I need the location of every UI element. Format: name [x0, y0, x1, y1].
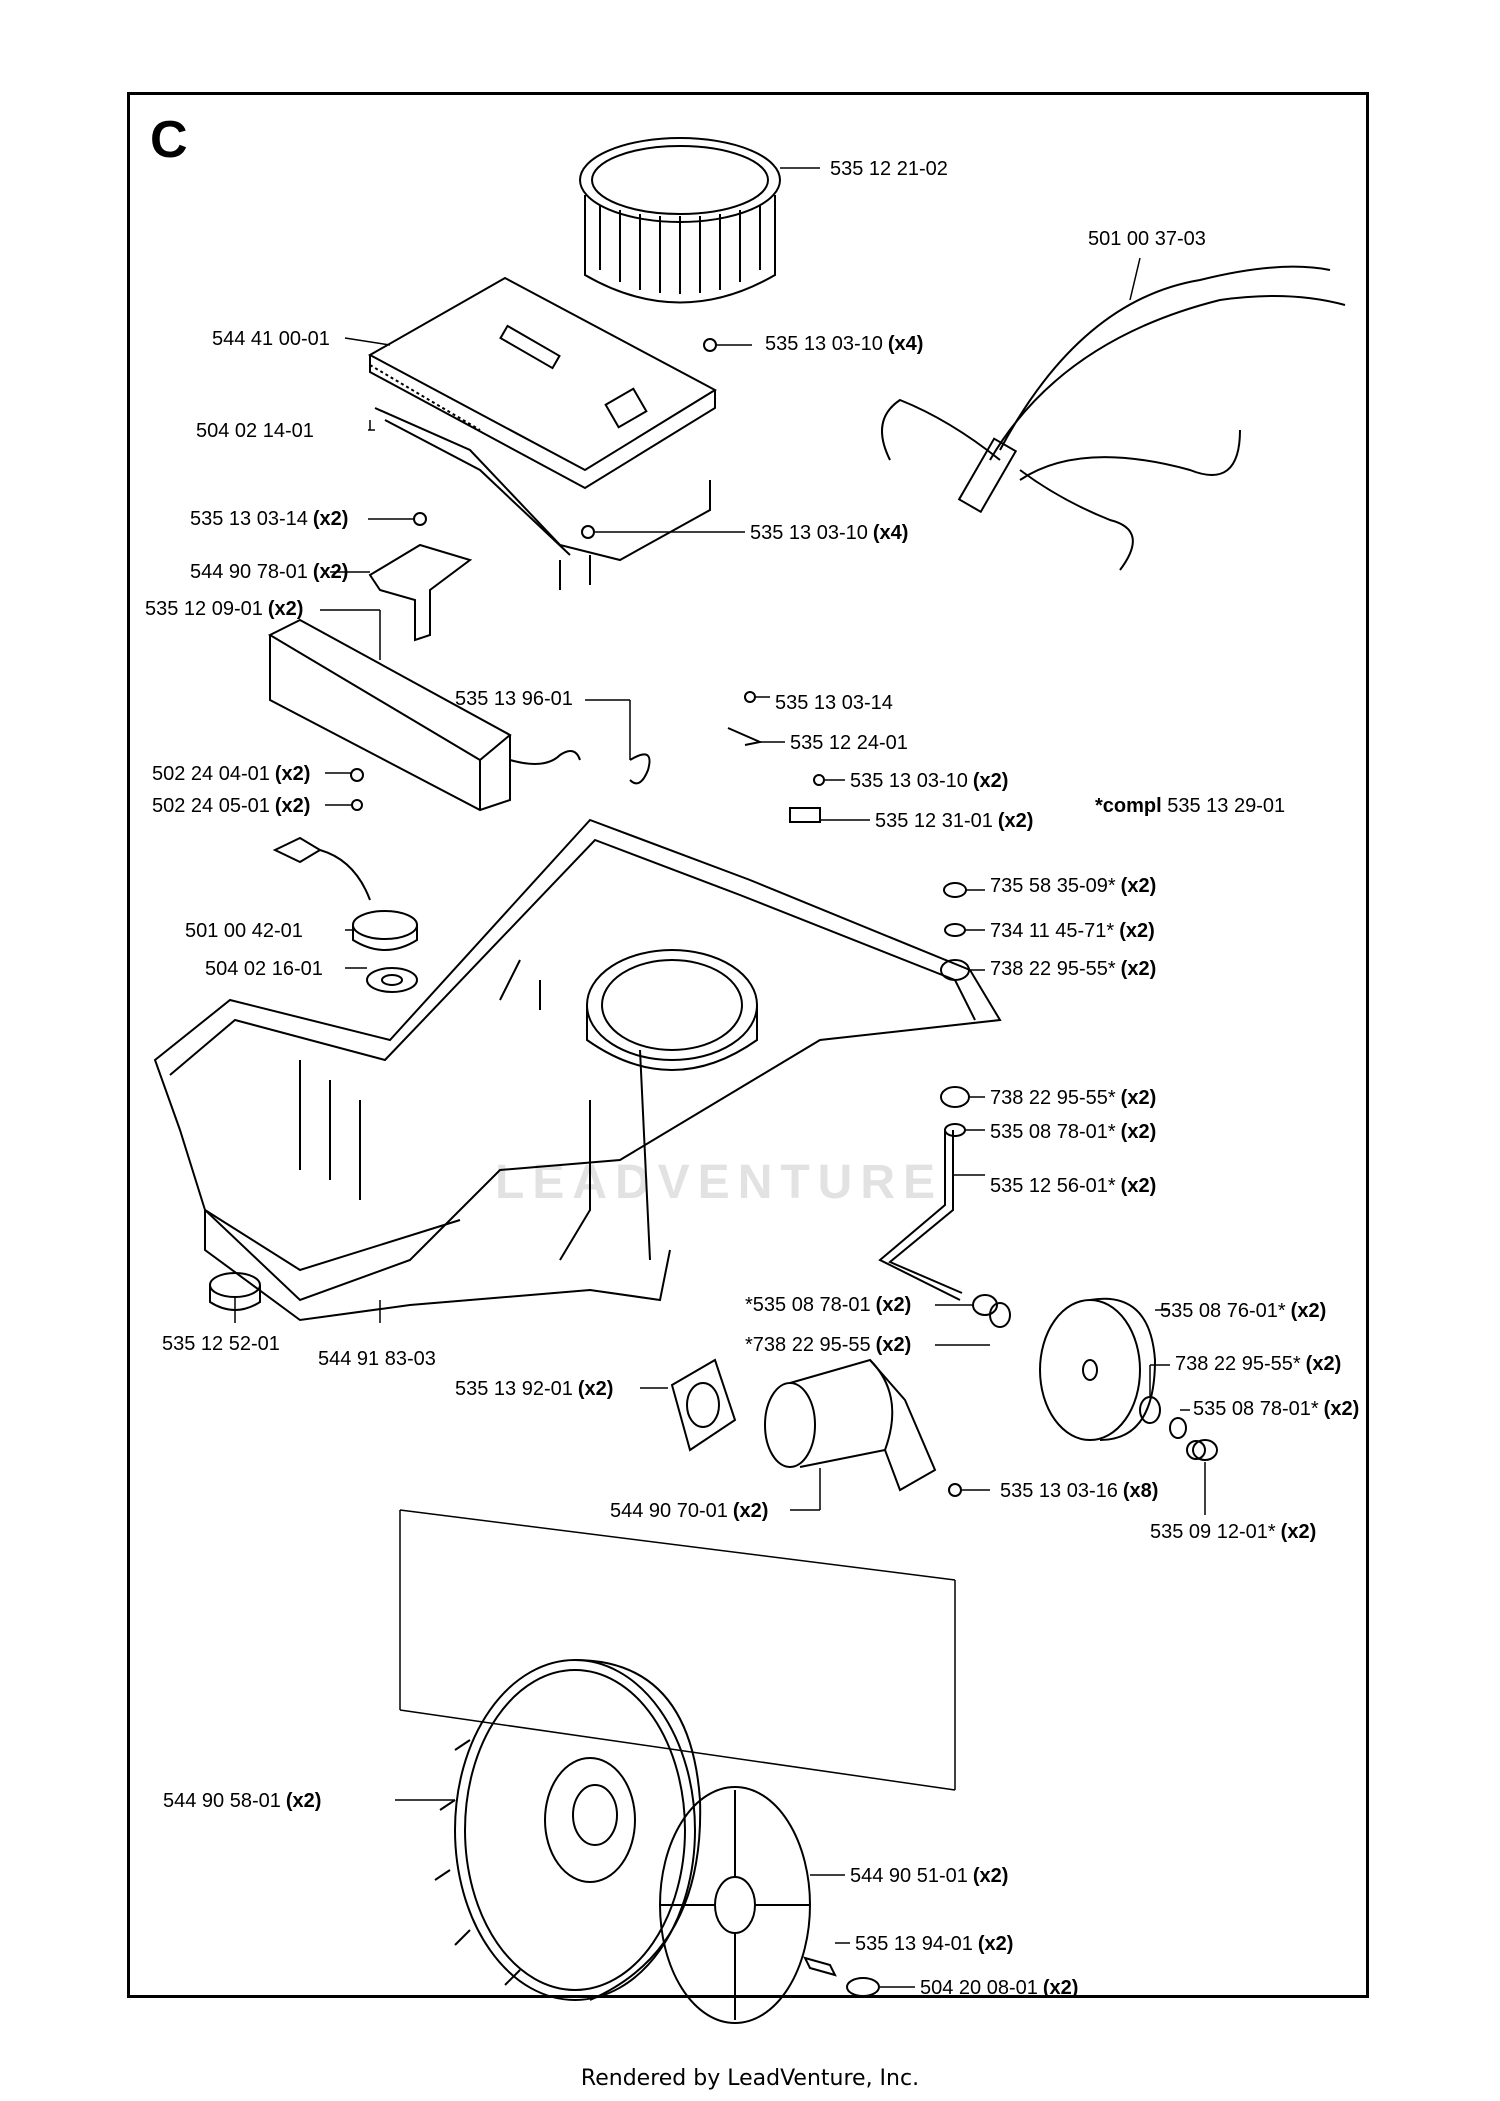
- part-label: 502 24 04-01(x2): [152, 763, 311, 785]
- small-wheel-drawing: [972, 1294, 1157, 1441]
- part-label: 535 12 24-01: [790, 732, 908, 754]
- footer-credit: Rendered by LeadVenture, Inc.: [580, 2066, 920, 2091]
- screws-drawing: [350, 338, 1206, 1497]
- part-label: 504 02 16-01: [205, 958, 323, 980]
- part-label: 544 90 58-01(x2): [163, 1790, 322, 1812]
- part-label: 535 12 09-01(x2): [145, 598, 304, 620]
- hub-cap-drawing: [659, 1786, 880, 2024]
- speaker-drawing: [272, 836, 418, 993]
- diagram-frame: [127, 92, 1369, 1998]
- part-label: 535 13 94-01(x2): [855, 1933, 1014, 1955]
- part-label: 535 13 96-01: [455, 688, 573, 710]
- part-label: 535 13 03-10(x2): [850, 770, 1009, 792]
- part-label: 535 08 78-01*(x2): [1193, 1398, 1360, 1420]
- battery-drawing: [267, 618, 581, 812]
- part-label: 535 13 03-16(x8): [1000, 1480, 1159, 1502]
- circuit-board-drawing: [367, 276, 718, 490]
- part-label: 734 11 45-71*(x2): [990, 920, 1155, 942]
- part-label: 544 91 83-03: [318, 1348, 436, 1370]
- wiring-harness-drawing: [881, 265, 1346, 571]
- part-label: 504 02 14-01: [196, 420, 314, 442]
- part-label: 535 12 52-01: [162, 1333, 280, 1355]
- part-label: 535 08 78-01*(x2): [990, 1121, 1157, 1143]
- small-bracket-drawing: [368, 543, 473, 642]
- part-label: 738 22 95-55*(x2): [990, 1087, 1157, 1109]
- part-label: 501 00 37-03: [1088, 228, 1206, 250]
- board-bracket-drawing: [374, 407, 711, 590]
- part-label: 535 13 92-01(x2): [455, 1378, 614, 1400]
- part-label: 738 22 95-55*(x2): [1175, 1353, 1342, 1375]
- part-label: 535 08 76-01*(x2): [1160, 1300, 1327, 1322]
- part-label: 535 13 03-10(x4): [750, 522, 909, 544]
- part-label: 544 90 51-01(x2): [850, 1865, 1009, 1887]
- part-label: 535 12 31-01(x2): [875, 810, 1034, 832]
- part-label: 738 22 95-55*(x2): [990, 958, 1157, 980]
- part-label: 502 24 05-01(x2): [152, 795, 311, 817]
- section-letter: C: [150, 111, 188, 169]
- part-label: 535 13 03-14(x2): [190, 508, 349, 530]
- washer-stack-drawing: [940, 882, 1218, 1461]
- gasket-drawing: [670, 1358, 737, 1452]
- motor-drawing: [764, 1358, 937, 1492]
- part-label: 544 90 70-01(x2): [610, 1500, 769, 1522]
- part-label: 535 13 03-10(x4): [765, 333, 924, 355]
- leader-lines: [234, 167, 1206, 1988]
- part-label: 544 41 00-01: [212, 328, 330, 350]
- part-label: 535 12 21-02: [830, 158, 948, 180]
- part-label: *535 08 78-01(x2): [745, 1294, 912, 1316]
- large-wheel-drawing: [434, 1659, 702, 2001]
- part-label: 544 90 78-01(x2): [190, 561, 349, 583]
- crank-axle-drawing: [878, 1130, 963, 1301]
- part-label: 535 12 56-01*(x2): [990, 1175, 1157, 1197]
- part-label: 501 00 42-01: [185, 920, 303, 942]
- part-label: 735 58 35-09*(x2): [990, 875, 1157, 897]
- chassis-drawing: [153, 818, 1002, 1322]
- part-label: *738 22 95-55(x2): [745, 1334, 912, 1356]
- part-label: 535 09 12-01*(x2): [1150, 1521, 1317, 1543]
- part-label: 504 20 08-01(x2): [920, 1977, 1079, 1999]
- fan-ring-drawing: [579, 137, 781, 304]
- part-label: 535 13 03-14: [775, 692, 893, 714]
- compl-note: *compl 535 13 29-01: [1095, 795, 1286, 817]
